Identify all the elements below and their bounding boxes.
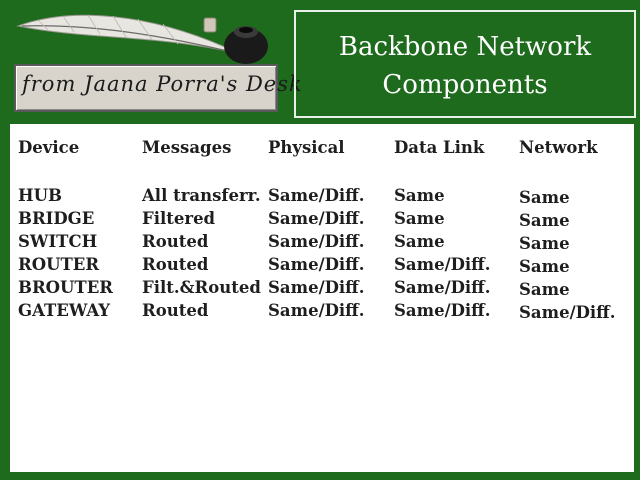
author-banner-text: from Jaana Porra's Desk xyxy=(22,72,303,96)
cell-messages: Routed xyxy=(142,301,209,320)
cell-physical: Same/Diff. xyxy=(268,232,365,251)
cell-messages: All transferr. xyxy=(142,186,261,205)
cell-network: Same/Diff. xyxy=(519,303,616,322)
header-data-link: Data Link xyxy=(394,138,485,157)
cell-device: BRIDGE xyxy=(18,209,95,228)
cell-physical: Same/Diff. xyxy=(268,255,365,274)
title-box: Backbone Network Components xyxy=(294,10,636,118)
cell-physical: Same/Diff. xyxy=(268,278,365,297)
cell-device: SWITCH xyxy=(18,232,98,251)
cell-device: HUB xyxy=(18,186,62,205)
cell-data-link: Same xyxy=(394,209,445,228)
cell-physical: Same/Diff. xyxy=(268,301,365,320)
cell-physical: Same/Diff. xyxy=(268,186,365,205)
cell-device: ROUTER xyxy=(18,255,100,274)
page-title-line-1: Backbone Network xyxy=(338,32,592,62)
cell-messages: Filtered xyxy=(142,209,216,228)
cell-data-link: Same/Diff. xyxy=(394,301,491,320)
cell-network: Same xyxy=(519,280,570,299)
content-panel: Device Messages Physical Data Link Netwo… xyxy=(10,124,634,472)
cell-data-link: Same/Diff. xyxy=(394,278,491,297)
inkwell-icon xyxy=(203,17,268,64)
cell-device: GATEWAY xyxy=(18,301,111,320)
cell-data-link: Same xyxy=(394,186,445,205)
cell-data-link: Same/Diff. xyxy=(394,255,491,274)
cell-messages: Routed xyxy=(142,255,209,274)
author-banner: from Jaana Porra's Desk xyxy=(14,64,302,112)
cell-physical: Same/Diff. xyxy=(268,209,365,228)
cell-network: Same xyxy=(519,234,570,253)
header-device: Device xyxy=(18,138,80,157)
cell-messages: Filt.&Routed xyxy=(142,278,261,297)
header-network: Network xyxy=(519,138,598,157)
cell-device: BROUTER xyxy=(18,278,113,297)
cell-network: Same xyxy=(519,257,570,276)
page-title-line-2: Components xyxy=(382,70,548,100)
cell-data-link: Same xyxy=(394,232,445,251)
cell-messages: Routed xyxy=(142,232,209,251)
header-messages: Messages xyxy=(142,138,232,157)
cell-network: Same xyxy=(519,211,570,230)
cell-network: Same xyxy=(519,188,570,207)
header-physical: Physical xyxy=(268,138,345,157)
